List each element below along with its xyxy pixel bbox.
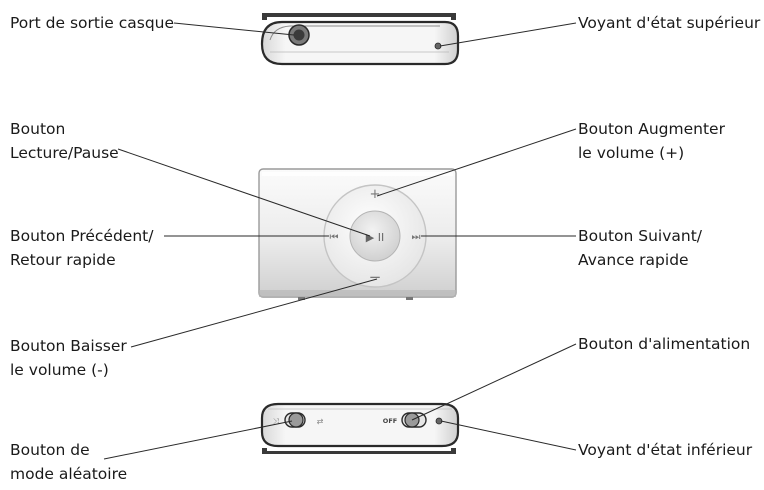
label-top-status-light: Voyant d'état supérieur (578, 14, 761, 32)
leader-lines (103, 22, 577, 460)
leader-power (411, 343, 577, 421)
label-next: Bouton Suivant/ Avance rapide (578, 227, 703, 269)
svg-text:⤨: ⤨ (273, 417, 280, 426)
label-bottom-status-light: Voyant d'état inférieur (578, 441, 753, 459)
svg-text:⇄: ⇄ (317, 417, 324, 426)
leader-bottom-status-light (440, 420, 577, 451)
volume-down-icon: − (369, 268, 382, 286)
label-power: Bouton d'alimentation (578, 335, 751, 353)
leader-volume-up (376, 128, 577, 197)
bottom-clip (262, 448, 456, 454)
front-view: ▶ II + − ⏮ ⏭ (258, 168, 457, 300)
label-previous: Bouton Précédent/ Retour rapide (10, 227, 154, 269)
label-shuffle: Bouton de mode aléatoire (10, 441, 128, 483)
next-icon: ⏭ (412, 232, 421, 243)
label-volume-down: Bouton Baisser le volume (-) (10, 337, 127, 379)
volume-up-icon: + (370, 187, 381, 202)
leader-play-pause (117, 148, 371, 237)
label-headphone-port: Port de sortie casque (10, 14, 175, 32)
leader-headphone-port (173, 22, 295, 36)
top-body (260, 20, 460, 66)
top-clip (262, 13, 456, 20)
previous-icon: ⏮ (330, 232, 339, 243)
shuffle-switch-icon: ⤨ ⇄ (273, 412, 324, 428)
center-button (349, 210, 401, 262)
leader-volume-down (130, 278, 378, 348)
label-play-pause: Bouton Lecture/Pause (10, 120, 119, 162)
bottom-view: ⤨ ⇄ OFF (260, 402, 460, 454)
top-view (260, 13, 460, 66)
leader-top-status-light (439, 22, 577, 47)
play-pause-icon: ▶ II (366, 231, 384, 244)
leader-shuffle (103, 420, 293, 460)
label-volume-up: Bouton Augmenter le volume (+) (578, 120, 725, 162)
svg-text:OFF: OFF (383, 417, 397, 425)
